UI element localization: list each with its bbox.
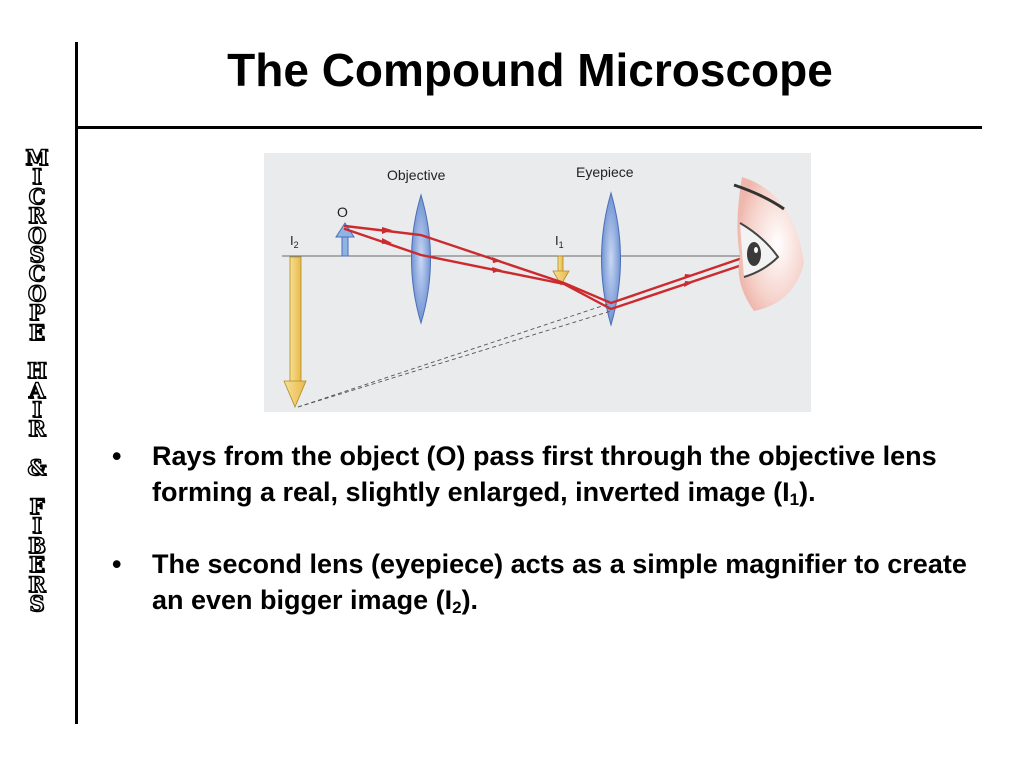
- bullet-symbol: •: [112, 441, 122, 471]
- side-letter: R: [28, 571, 47, 597]
- bullet-list: • Rays from the object (O) pass first thr…: [110, 438, 970, 654]
- side-letter: M: [25, 145, 50, 170]
- image2-label: I2: [290, 233, 299, 250]
- bullet-text-end: ).: [461, 585, 479, 615]
- side-letter: H: [26, 358, 47, 384]
- side-letter: S: [29, 590, 46, 616]
- object-label: O: [337, 204, 348, 220]
- side-letter: B: [27, 532, 46, 558]
- bullet-text: The second lens (eyepiece) acts as a sim…: [152, 549, 967, 615]
- side-letter: R: [28, 203, 47, 229]
- bullet-item: • The second lens (eyepiece) acts as a si…: [110, 546, 970, 618]
- ray-arrowheads: [382, 227, 694, 287]
- side-letter: E: [28, 319, 45, 345]
- diagram-svg: Objective Eyepiece O I1 I2: [264, 153, 811, 412]
- side-letter: I: [31, 164, 42, 190]
- bullet-symbol: •: [112, 549, 122, 579]
- side-letter: E: [28, 552, 45, 578]
- side-letter: O: [27, 222, 47, 248]
- eyepiece-lens: [601, 191, 621, 327]
- bullet-subscript: 1: [789, 490, 800, 509]
- side-letter: A: [28, 377, 46, 403]
- side-letter: C: [28, 261, 46, 287]
- slide-title: The Compound Microscope: [227, 44, 833, 96]
- bullet-item: • Rays from the object (O) pass first thr…: [110, 438, 970, 510]
- side-letter: S: [29, 241, 46, 267]
- side-letter: C: [28, 183, 46, 209]
- side-letter: &: [27, 455, 47, 481]
- side-letter: I: [31, 397, 42, 423]
- image1-label: I1: [555, 233, 564, 250]
- objective-label: Objective: [387, 167, 446, 183]
- side-letter: P: [28, 300, 45, 326]
- vertical-rule: [75, 42, 78, 724]
- diagram-background: [264, 153, 811, 412]
- light-rays: [343, 224, 756, 311]
- side-letter: I: [31, 513, 42, 539]
- side-letter: O: [27, 280, 47, 306]
- image2-arrow: [283, 256, 307, 409]
- eyepiece-label: Eyepiece: [576, 164, 634, 180]
- microscope-diagram: Objective Eyepiece O I1 I2: [264, 153, 811, 412]
- eye-illustration: [733, 177, 804, 311]
- bullet-text: Rays from the object (O) pass first thro…: [152, 441, 937, 507]
- bullet-subscript: 2: [452, 598, 462, 617]
- bullet-text-end: ).: [799, 477, 816, 507]
- virtual-rays: [297, 302, 612, 408]
- side-letter: R: [28, 416, 47, 442]
- horizontal-rule: [75, 126, 982, 129]
- image1-arrow: [552, 255, 570, 286]
- side-letter: F: [29, 494, 45, 520]
